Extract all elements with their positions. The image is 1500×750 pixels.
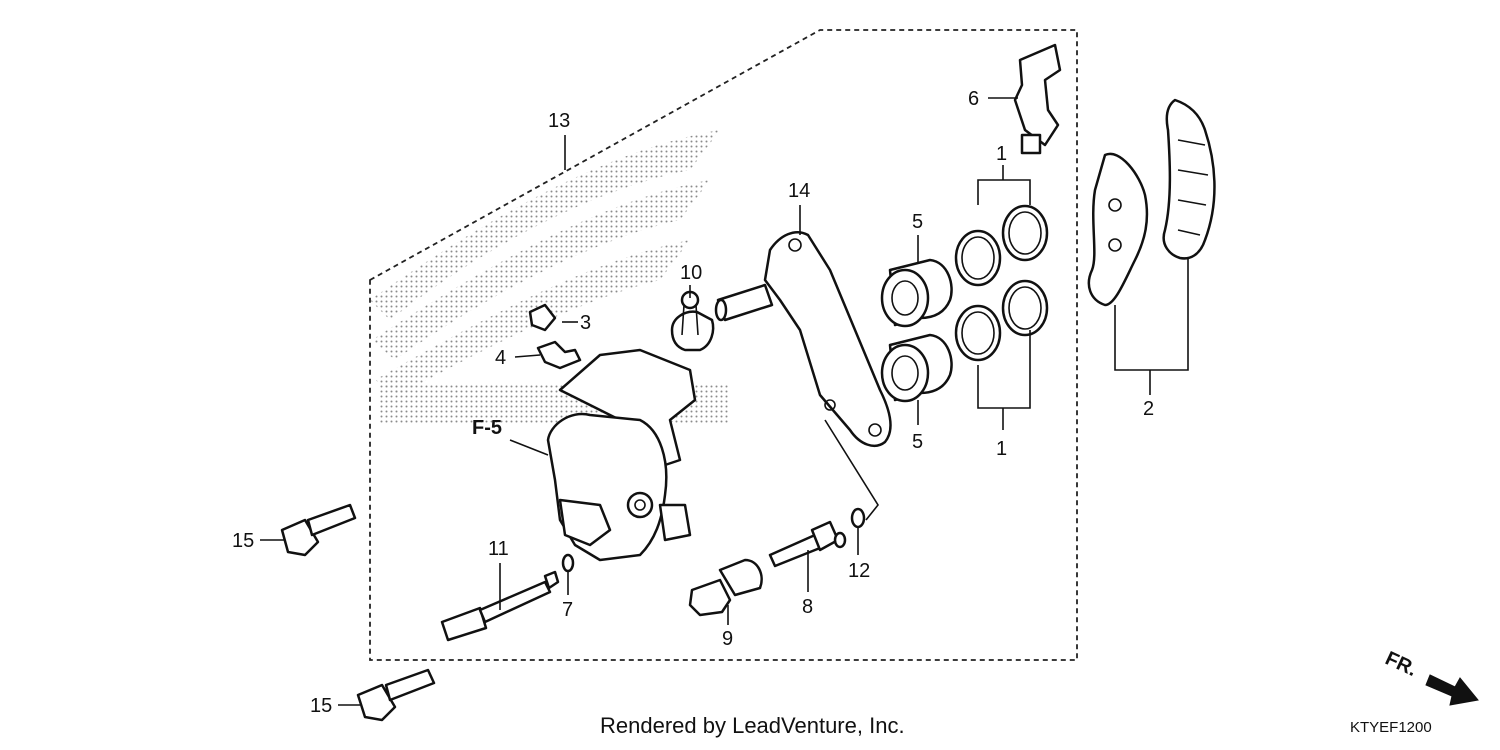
callout-6: 6 (968, 88, 979, 110)
bleeder-screw (536, 340, 582, 370)
leader-lines (260, 97, 1189, 706)
callout-5-top: 5 (912, 211, 923, 233)
pad-spring (1013, 43, 1062, 155)
brake-pad-set (1087, 98, 1216, 307)
callout-labels: 13 3 4 6 1 1 5 5 2 14 10 11 7 9 8 12 15 … (232, 88, 1154, 717)
caliper-piston-lower (880, 333, 953, 403)
direction-arrow-icon (1425, 674, 1479, 706)
caliper-bracket (714, 231, 892, 447)
callout-15-lower: 15 (310, 695, 332, 717)
footer-credit: Rendered by LeadVenture, Inc. (600, 713, 905, 738)
caliper-body (546, 348, 697, 562)
front-direction-indicator: FR. (1382, 647, 1479, 706)
callout-5-bottom: 5 (912, 431, 923, 453)
caliper-piston-upper (880, 258, 953, 328)
mounting-bolt-upper (280, 503, 357, 557)
callout-14: 14 (788, 180, 810, 202)
slide-pin (440, 570, 560, 642)
direction-label: FR. (1382, 647, 1420, 681)
caliper-pin-bolt (688, 558, 763, 617)
callout-3: 3 (580, 312, 591, 334)
pin-bolt (768, 520, 847, 568)
piston-seal-set (954, 204, 1049, 362)
callout-7: 7 (562, 599, 573, 621)
assembly-boundary (369, 29, 1078, 661)
washer (561, 553, 575, 573)
bracket-washer (850, 507, 866, 529)
diagram-code: KTYEF1200 (1350, 719, 1432, 736)
callout-8: 8 (802, 596, 813, 618)
callout-2: 2 (1143, 398, 1154, 420)
callout-4: 4 (495, 347, 506, 369)
bleeder-cap (528, 303, 557, 332)
reference-label: F-5 (472, 417, 502, 439)
callout-10: 10 (680, 262, 702, 284)
callout-12: 12 (848, 560, 870, 582)
callout-11: 11 (488, 538, 509, 560)
callout-13: 13 (548, 110, 570, 132)
callout-1-top: 1 (996, 143, 1007, 165)
mounting-bolt-lower (356, 668, 436, 722)
callout-15-upper: 15 (232, 530, 254, 552)
pin-boot (670, 290, 715, 352)
callout-9: 9 (722, 628, 733, 650)
callout-1-bottom: 1 (996, 438, 1007, 460)
